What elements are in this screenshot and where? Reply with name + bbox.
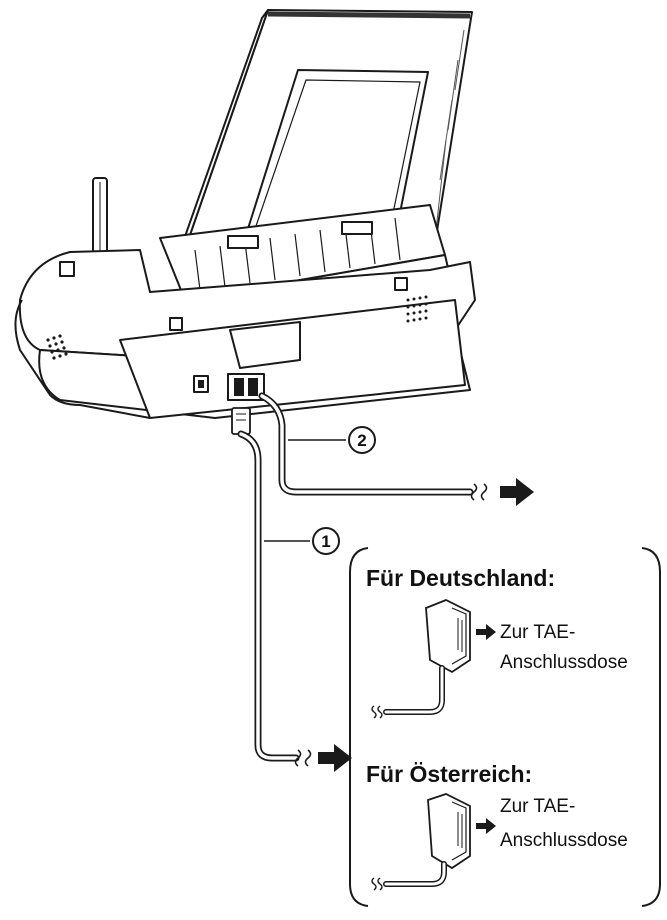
connection-label-line1: Zur TAE-	[500, 796, 575, 817]
region-title: Für Österreich:	[366, 761, 532, 787]
callout-number: 2	[357, 431, 366, 450]
cable-1-end	[383, 861, 447, 887]
cable-break-icon	[470, 483, 488, 501]
cable-1	[237, 430, 300, 762]
right-arrow-icon	[500, 478, 534, 506]
cable-2	[258, 392, 474, 496]
paper-tray	[175, 9, 473, 263]
right-arrow-icon	[318, 744, 352, 772]
callout-number: 1	[321, 532, 330, 551]
austria-section: Für Österreich: Zur TAE- Anschlussdose	[366, 761, 628, 891]
region-title: Für Deutschland:	[366, 565, 555, 591]
cable-break-icon	[371, 705, 383, 719]
cable-break-icon	[294, 749, 312, 767]
tae-plug-icon	[425, 599, 471, 674]
connection-label-line1: Zur TAE-	[500, 622, 575, 643]
germany-section: Für Deutschland: Zur TAE- Anschlussdose	[366, 565, 628, 719]
fax-machine-illustration	[14, 9, 476, 419]
callout-2: 2	[288, 426, 376, 454]
right-arrow-icon	[476, 624, 496, 640]
right-arrow-icon	[476, 818, 496, 834]
ext-port	[227, 373, 265, 401]
tae-plug-icon	[427, 793, 471, 870]
cable-break-icon	[371, 877, 383, 891]
callout-1: 1	[264, 527, 340, 555]
line-port	[193, 375, 209, 393]
connection-label-line2: Anschlussdose	[500, 652, 628, 673]
regional-options-bracket	[349, 547, 661, 907]
connection-label-line2: Anschlussdose	[500, 830, 628, 851]
tae-plug-icon	[231, 407, 251, 435]
cable-1-end	[383, 665, 445, 715]
